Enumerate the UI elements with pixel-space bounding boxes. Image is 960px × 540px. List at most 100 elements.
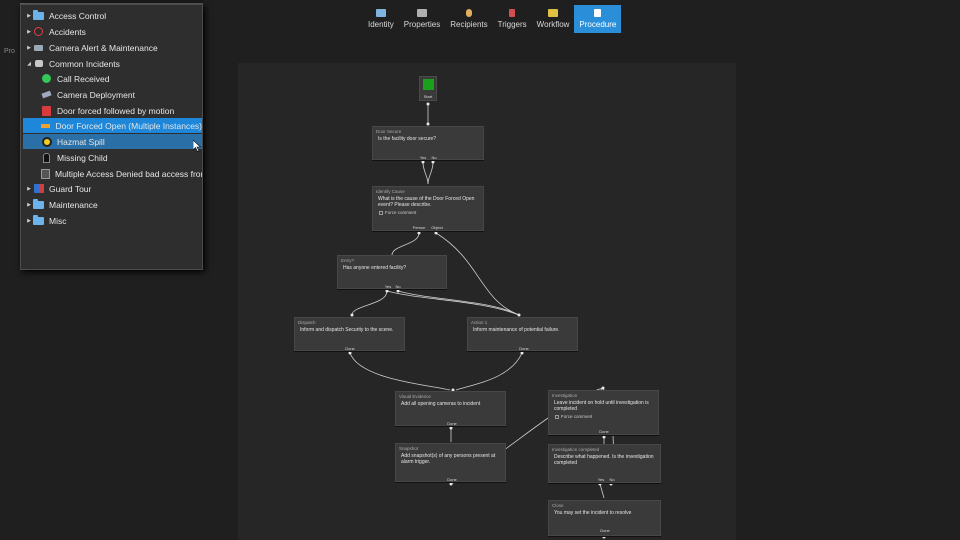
- procedure-tree-dropdown: ▶ Access Control ▶ Accidents ▶ Camera Al…: [20, 4, 203, 270]
- node-title: Investigation: [552, 393, 578, 398]
- node-action[interactable]: Action 1 Inform maintenance of potential…: [467, 317, 578, 351]
- expand-caret-icon[interactable]: ▶: [27, 201, 31, 208]
- tab-label: Recipients: [450, 20, 488, 29]
- node-title: Visual Evidence: [399, 394, 431, 399]
- camera-icon: [41, 90, 52, 99]
- port-label: Done: [519, 346, 529, 351]
- tree-item-label: Camera Alert & Maintenance: [49, 42, 158, 53]
- tab-label: Triggers: [497, 20, 527, 29]
- tree-item-label: Door forced followed by motion: [57, 105, 175, 116]
- node-title: Dispatch: [298, 320, 316, 325]
- tree-item-label: Door Forced Open (Multiple Instances): [55, 120, 202, 131]
- tree-item-label: Multiple Access Denied bad access from: [55, 168, 202, 179]
- expand-caret-icon[interactable]: ▶: [27, 28, 31, 35]
- tree-item-label: Hazmat Spill: [57, 136, 105, 147]
- tree-folder-camera-alert[interactable]: ▶ Camera Alert & Maintenance: [25, 40, 202, 55]
- force-comment-checkbox[interactable]: Force comment: [549, 412, 658, 421]
- tree-item-label: Camera Deployment: [57, 89, 135, 100]
- collapse-caret-icon[interactable]: ◢: [27, 60, 31, 67]
- node-title: Snapshot: [399, 446, 419, 451]
- tree-item-door-forced-open[interactable]: Door Forced Open (Multiple Instances): [23, 118, 202, 133]
- tab-label: Workflow: [536, 20, 570, 29]
- whatsapp-icon: [41, 74, 52, 83]
- node-description: Add snapshot(s) of any persons present a…: [401, 453, 496, 465]
- port-label: No: [609, 477, 615, 482]
- port-label: No: [431, 155, 437, 160]
- port-label: Yes: [597, 477, 605, 482]
- tree-item-label: Access Control: [49, 10, 107, 21]
- document-icon: [594, 9, 602, 17]
- node-dispatch[interactable]: Dispatch Inform and dispatch Security to…: [294, 317, 405, 351]
- id-card-icon: [375, 9, 386, 17]
- tree-item-label: Misc: [49, 215, 67, 226]
- tab-triggers[interactable]: Triggers: [493, 5, 532, 33]
- node-description: You may set the incident to resolve: [554, 510, 632, 516]
- tab-label: Identity: [368, 20, 394, 29]
- tree-item-label: Common Incidents: [49, 58, 120, 69]
- port-label: Done: [345, 346, 355, 351]
- node-identify-cause[interactable]: Identify Cause What is the cause of the …: [372, 186, 484, 231]
- port-label: Object: [431, 225, 443, 230]
- tab-recipients[interactable]: Recipients: [445, 5, 492, 33]
- tree-item-label: Accidents: [49, 26, 86, 37]
- port-label: Done: [600, 528, 610, 533]
- tree-item-multiple-access-denied[interactable]: Multiple Access Denied bad access from: [41, 166, 202, 181]
- port-label: Yes: [384, 284, 392, 289]
- node-close[interactable]: Close You may set the incident to resolv…: [548, 500, 661, 536]
- checkbox-icon: [379, 210, 383, 215]
- tab-label: Procedure: [579, 20, 617, 29]
- trigger-icon: [509, 9, 516, 17]
- tab-workflow[interactable]: Workflow: [532, 5, 575, 33]
- running-person-icon: [41, 105, 52, 116]
- folder-icon: [33, 214, 44, 225]
- tree-folder-common-incidents[interactable]: ◢ Common Incidents: [25, 56, 202, 71]
- phone-icon: [33, 59, 44, 68]
- node-title: Close: [552, 503, 564, 508]
- node-title: Investigation completed: [552, 447, 600, 452]
- node-investigation-completed[interactable]: Investigation completed Describe what ha…: [548, 444, 661, 483]
- procedure-selector-input[interactable]: [20, 0, 203, 4]
- door-icon: [41, 121, 51, 130]
- tree-item-missing-child[interactable]: Missing Child: [41, 150, 202, 165]
- port-label: Done: [447, 477, 457, 482]
- expand-caret-icon[interactable]: ▶: [27, 185, 31, 192]
- start-node[interactable]: Start: [419, 76, 437, 101]
- tree-folder-maintenance[interactable]: ▶ Maintenance: [25, 197, 202, 212]
- node-title: Identify Cause: [376, 189, 405, 194]
- workflow-icon: [548, 9, 559, 17]
- checkbox-icon: [555, 414, 559, 419]
- tab-properties[interactable]: Properties: [399, 5, 445, 33]
- node-investigation[interactable]: Investigation Leave incident on hold unt…: [548, 390, 659, 435]
- tree-item-call-received[interactable]: Call Received: [41, 71, 202, 86]
- tree-folder-misc[interactable]: ▶ Misc: [25, 213, 202, 228]
- tree-item-label: Missing Child: [57, 152, 108, 163]
- port-label: Done: [447, 421, 457, 426]
- node-entry[interactable]: Entry? Has anyone entered facility? Yes …: [337, 255, 447, 289]
- port-label: Person: [412, 225, 426, 230]
- force-comment-checkbox[interactable]: Force comment: [373, 208, 483, 217]
- child-icon: [41, 152, 52, 163]
- radiation-icon: [41, 136, 52, 147]
- tree-item-hazmat-spill[interactable]: Hazmat Spill: [23, 134, 202, 149]
- tree-item-label: Call Received: [57, 73, 110, 84]
- expand-caret-icon[interactable]: ▶: [27, 217, 31, 224]
- tree-folder-accidents[interactable]: ▶ Accidents: [25, 24, 202, 39]
- node-visual-evidence[interactable]: Visual Evidence Add all opening cameras …: [395, 391, 506, 426]
- expand-caret-icon[interactable]: ▶: [27, 12, 31, 19]
- node-door-secure[interactable]: Door Secure Is the facility door secure?…: [372, 126, 484, 160]
- node-description: What is the cause of the Door Forced Ope…: [378, 196, 475, 208]
- node-snapshot[interactable]: Snapshot Add snapshot(s) of any persons …: [395, 443, 506, 482]
- tab-identity[interactable]: Identity: [363, 5, 399, 33]
- guard-icon: [33, 184, 44, 193]
- node-title: Entry?: [341, 258, 355, 263]
- tree-item-camera-deployment[interactable]: Camera Deployment: [41, 87, 202, 102]
- folder-icon: [33, 9, 44, 20]
- tree-item-door-forced-motion[interactable]: Door forced followed by motion: [41, 103, 202, 118]
- tree-folder-access-control[interactable]: ▶ Access Control: [25, 8, 202, 23]
- tab-label: Properties: [403, 20, 441, 29]
- expand-caret-icon[interactable]: ▶: [27, 44, 31, 51]
- tab-procedure[interactable]: Procedure: [574, 5, 622, 33]
- tree-item-label: Guard Tour: [49, 183, 92, 194]
- tree-folder-guard-tour[interactable]: ▶ Guard Tour: [25, 181, 202, 196]
